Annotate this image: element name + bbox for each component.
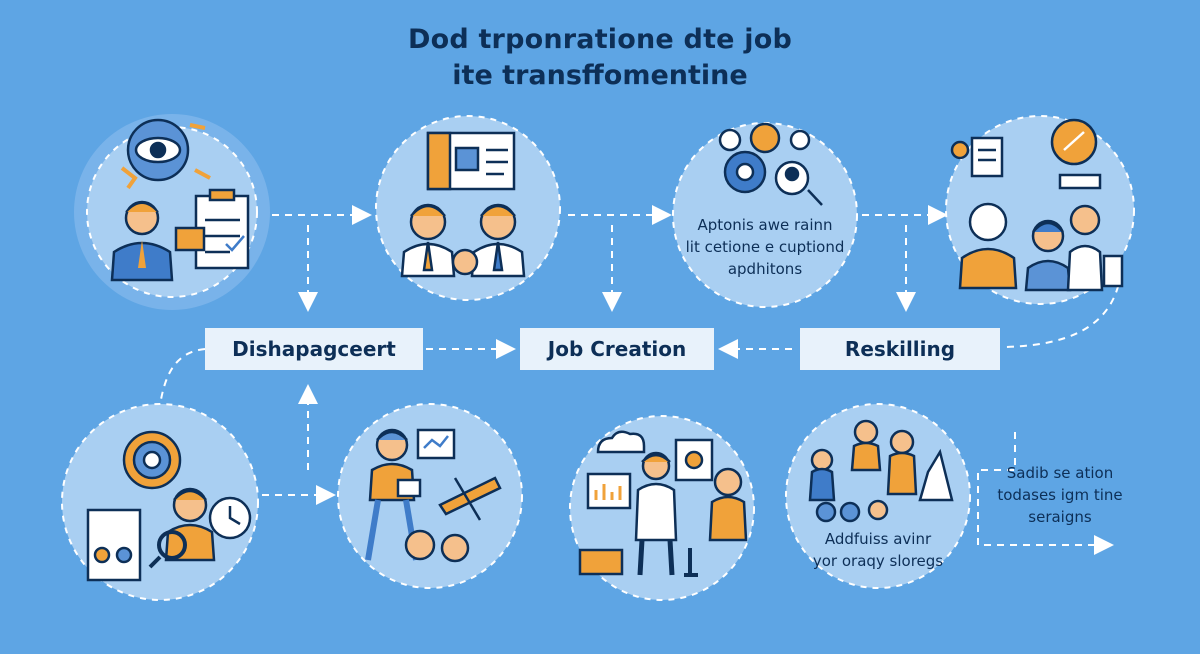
clock-icon (208, 496, 252, 540)
circle-bottom-4-line-1: Addfuiss avinr (824, 530, 932, 548)
side-note-text: Sadib se ation todases igm tine seraigns (985, 462, 1135, 528)
title-line-2: ite transffomentine (452, 60, 748, 91)
side-note-line-2: todases igm tine (997, 486, 1123, 504)
screen-icon (416, 428, 456, 460)
circle-top-3-line-1: Aptonis awe rainn (697, 216, 833, 234)
stage-box-left: Dishapagceert (205, 328, 423, 370)
students-icon (958, 202, 1124, 292)
cloud-icon (596, 430, 646, 454)
circle-top-3-line-2: lit cetione e cuptiond (685, 238, 845, 256)
title-line-1: Dod trponratione dte job (407, 24, 793, 55)
learning-tools-icon (950, 118, 1102, 190)
collaboration-icon (808, 419, 954, 523)
clipboard-icon (174, 188, 250, 270)
side-note-line-1: Sadib se ation (1006, 464, 1114, 482)
circle-top-3-text: Aptonis awe rainn lit cetione e cuptiond… (668, 214, 862, 280)
diagram-title: Dod trponratione dte job ite transffomen… (0, 22, 1200, 94)
presentation-board-icon (426, 131, 516, 191)
circle-bottom-4 (785, 403, 971, 589)
tools-icon (404, 476, 502, 563)
circle-bottom-4-line-2: yor oraqy sloregs (812, 552, 944, 570)
circle-bottom-4-text: Addfuiss avinr yor oraqy sloregs (790, 528, 966, 572)
person-running-icon (365, 428, 422, 561)
gear-icon (122, 430, 182, 490)
curve-left (159, 348, 206, 406)
eye-gear-icon (120, 118, 211, 190)
worker-icon (110, 200, 174, 282)
connector-lines (159, 205, 1123, 555)
engineer-icon (634, 438, 748, 577)
stage-box-right: Reskilling (800, 328, 1000, 370)
people-meeting-icon (86, 487, 216, 582)
people-group-icon (400, 203, 526, 278)
side-note-line-3: seraigns (1028, 508, 1092, 526)
network-icon (718, 122, 823, 206)
circle-top-3-line-3: apdhitons (727, 260, 803, 278)
stage-box-center: Job Creation (520, 328, 714, 370)
computer-icon (578, 472, 632, 576)
